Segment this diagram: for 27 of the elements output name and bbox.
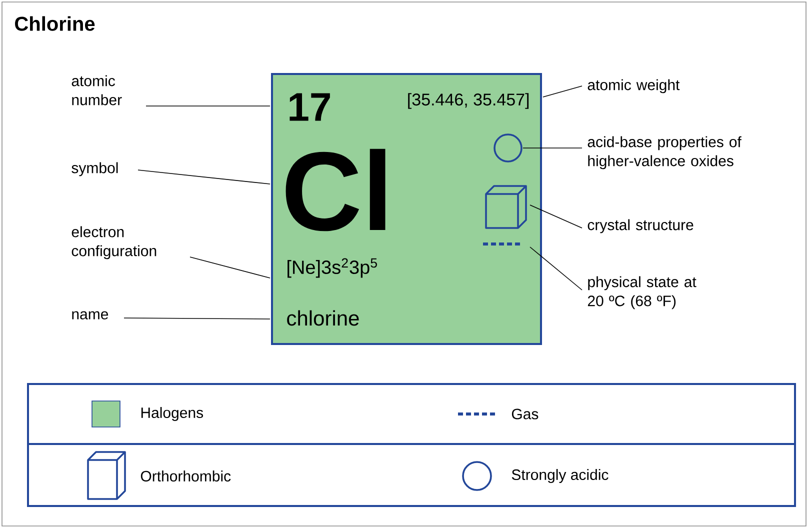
callout-label: electron configuration — [72, 226, 156, 260]
legend-label: Gas — [512, 408, 538, 420]
atomic-number: 17 — [290, 93, 330, 121]
legend-label: Orthorhombic — [140, 470, 231, 482]
circle-icon — [494, 134, 522, 162]
element-tile — [271, 73, 542, 345]
callout-label: name — [72, 311, 108, 320]
callout-label: atomic number — [72, 75, 122, 106]
leader-line — [124, 318, 270, 320]
element-symbol: Cl — [286, 148, 386, 232]
callout-label: symbol — [72, 162, 118, 176]
electron-configuration: [Ne]3s$^{2}$3p$^{5}$ — [288, 258, 377, 278]
title: Chlorine — [15, 16, 95, 31]
leader-line — [190, 256, 270, 278]
leader-line — [530, 246, 582, 290]
dashed-line-icon — [483, 242, 522, 246]
leader-line — [542, 86, 582, 98]
callout-label: crystal structure — [588, 219, 694, 234]
leader-line — [138, 170, 270, 184]
cube-icon — [485, 185, 527, 229]
legend-label: Strongly acidic — [512, 469, 608, 483]
callout-label: physical state at 20 ºC (68 ºF) — [588, 276, 696, 310]
callout-label: atomic weight — [588, 79, 680, 94]
element-name: chlorine — [287, 310, 359, 326]
callout-label: acid-base properties of higher-valence oxides — [588, 136, 742, 170]
atomic-weight: [35.446, 35.457] — [408, 93, 529, 109]
legend-label: Halogens — [141, 407, 203, 421]
